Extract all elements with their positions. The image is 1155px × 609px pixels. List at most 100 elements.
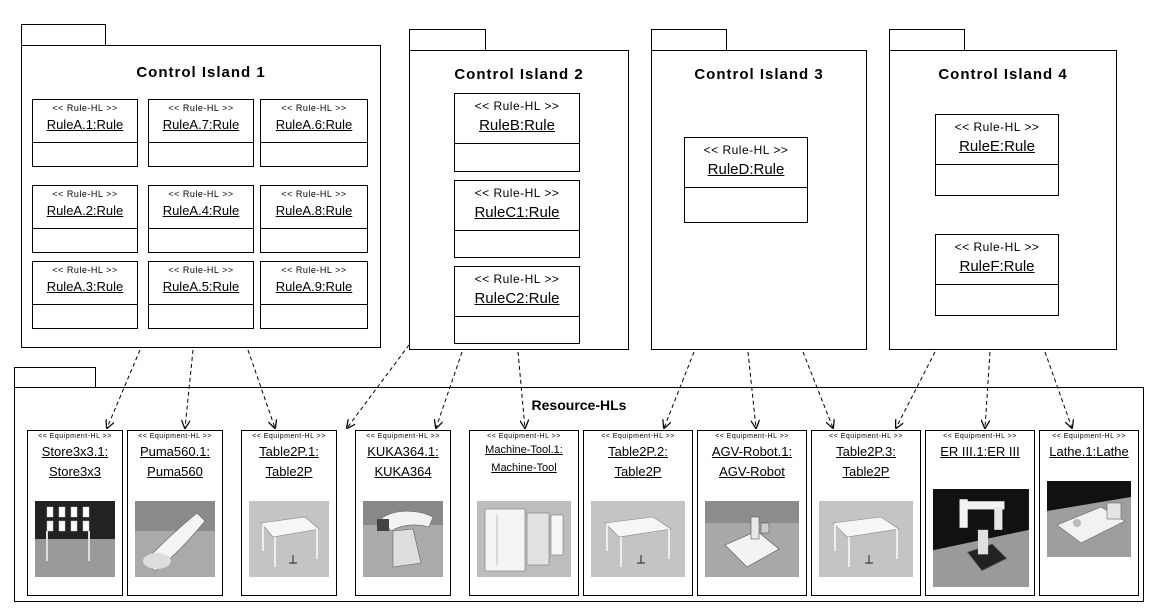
equipment-name-line1: KUKA364.1: (367, 444, 439, 459)
rule-box[interactable]: << Rule-HL >> RuleA.7:Rule (148, 99, 254, 167)
divider (33, 142, 137, 143)
rule-box[interactable]: << Rule-HL >> RuleD:Rule (684, 137, 808, 223)
divider (149, 142, 253, 143)
dependency-arrow (985, 351, 991, 428)
divider (33, 228, 137, 229)
rule-box[interactable]: << Rule-HL >> RuleB:Rule (454, 93, 580, 172)
rule-box[interactable]: << Rule-HL >> RuleA.9:Rule (260, 261, 368, 329)
rule-box[interactable]: << Rule-HL >> RuleA.3:Rule (32, 261, 138, 329)
rule-name: RuleF:Rule (959, 258, 1035, 275)
robot-arm-image (363, 501, 443, 577)
rule-box[interactable]: << Rule-HL >> RuleA.1:Rule (32, 99, 138, 167)
rule-box[interactable]: << Rule-HL >> RuleA.8:Rule (260, 185, 368, 253)
stereotype-label: << Rule-HL >> (703, 143, 789, 157)
divider (455, 143, 579, 144)
rule-box[interactable]: << Rule-HL >> RuleC1:Rule (454, 180, 580, 258)
storage-rack-image (35, 501, 115, 577)
rule-name: RuleD:Rule (707, 161, 785, 178)
package-tab (409, 29, 486, 51)
divider (261, 304, 367, 305)
rule-name: RuleC1:Rule (474, 204, 560, 221)
equipment-name-line2: Machine-Tool (491, 462, 557, 474)
stereotype-label: << Equipment-HL >> (601, 433, 675, 440)
table-image (819, 501, 913, 577)
equipment-name-line2: KUKA364 (374, 464, 432, 479)
package-tab (21, 24, 106, 46)
stereotype-label: << Equipment-HL >> (252, 433, 326, 440)
rule-box[interactable]: << Rule-HL >> RuleA.2:Rule (32, 185, 138, 253)
rule-name: RuleA.8:Rule (275, 203, 353, 218)
stereotype-label: << Equipment-HL >> (829, 433, 903, 440)
divider (33, 304, 137, 305)
package-tab (14, 367, 96, 388)
control-island-2: Control Island 2 << Rule-HL >> RuleB:Rul… (409, 50, 629, 350)
equipment-box[interactable]: << Equipment-HL >> AGV-Robot.1: AGV-Robo… (697, 430, 807, 596)
rule-name: RuleA.9:Rule (275, 279, 353, 294)
equipment-name-line1: Table2P.2: (608, 444, 668, 459)
rule-name: RuleB:Rule (479, 117, 555, 134)
robot-arm-image (135, 501, 215, 577)
equipment-name-line1: AGV-Robot.1: (711, 444, 793, 459)
equipment-box[interactable]: << Equipment-HL >> Machine-Tool.1: Machi… (469, 430, 579, 596)
stereotype-label: << Equipment-HL >> (943, 433, 1017, 440)
rule-name: RuleA.7:Rule (162, 117, 240, 132)
stereotype-label: << Equipment-HL >> (38, 433, 112, 440)
equipment-name-line2: Table2P (265, 464, 313, 479)
stereotype-label: << Rule-HL >> (168, 265, 234, 275)
divider (149, 304, 253, 305)
equipment-name-line2: Table2P (614, 464, 662, 479)
rule-box[interactable]: << Rule-HL >> RuleA.4:Rule (148, 185, 254, 253)
stereotype-label: << Equipment-HL >> (487, 433, 561, 440)
equipment-name-line2: Puma560 (147, 464, 203, 479)
stereotype-label: << Rule-HL >> (281, 189, 347, 199)
divider (261, 142, 367, 143)
equipment-box[interactable]: << Equipment-HL >> Table2P.3: Table2P (811, 430, 921, 596)
equipment-name-line1: Lathe.1:Lathe (1049, 444, 1129, 459)
rule-box[interactable]: << Rule-HL >> RuleF:Rule (935, 234, 1059, 316)
divider (685, 187, 807, 188)
package-title: Control Island 3 (694, 66, 824, 83)
dependency-arrow (185, 349, 194, 428)
equipment-box[interactable]: << Equipment-HL >> KUKA364.1: KUKA364 (355, 430, 451, 596)
equipment-box[interactable]: << Equipment-HL >> Table2P.1: Table2P (241, 430, 337, 596)
divider (455, 230, 579, 231)
stereotype-label: << Rule-HL >> (281, 265, 347, 275)
equipment-name-line1: ER III.1:ER III (940, 444, 1020, 459)
equipment-box[interactable]: << Equipment-HL >> Store3x3.1: Store3x3 (27, 430, 123, 596)
agv-robot-image (705, 501, 799, 577)
divider (455, 316, 579, 317)
equipment-name-line2: Store3x3 (48, 464, 102, 479)
stereotype-label: << Equipment-HL >> (1052, 433, 1126, 440)
rule-box[interactable]: << Rule-HL >> RuleA.5:Rule (148, 261, 254, 329)
stereotype-label: << Rule-HL >> (168, 189, 234, 199)
dependency-arrow (664, 351, 695, 428)
stereotype-label: << Rule-HL >> (281, 103, 347, 113)
divider (261, 228, 367, 229)
divider (149, 228, 253, 229)
dependency-arrow (107, 349, 141, 428)
divider (936, 284, 1058, 285)
equipment-box[interactable]: << Equipment-HL >> Table2P.2: Table2P (583, 430, 693, 596)
robot-arm-image (933, 489, 1029, 587)
equipment-box[interactable]: << Equipment-HL >> Puma560.1: Puma560 (127, 430, 223, 596)
rule-name: RuleC2:Rule (474, 290, 560, 307)
stereotype-label: << Rule-HL >> (52, 189, 118, 199)
stereotype-label: << Equipment-HL >> (366, 433, 440, 440)
dependency-arrow (347, 344, 410, 428)
rule-name: RuleA.3:Rule (46, 279, 124, 294)
rule-name: RuleA.2:Rule (46, 203, 124, 218)
dependency-arrow (1044, 351, 1072, 428)
stereotype-label: << Rule-HL >> (474, 99, 560, 113)
rule-name: RuleA.4:Rule (162, 203, 240, 218)
equipment-box[interactable]: << Equipment-HL >> Lathe.1:Lathe (1039, 430, 1139, 596)
equipment-name-line2: AGV-Robot (719, 464, 785, 479)
rule-box[interactable]: << Rule-HL >> RuleE:Rule (935, 114, 1059, 196)
lathe-image (1047, 481, 1131, 557)
equipment-box[interactable]: << Equipment-HL >> ER III.1:ER III (925, 430, 1035, 596)
table-image (249, 501, 329, 577)
rule-box[interactable]: << Rule-HL >> RuleC2:Rule (454, 266, 580, 344)
dependency-arrow (517, 351, 525, 428)
rule-box[interactable]: << Rule-HL >> RuleA.6:Rule (260, 99, 368, 167)
equipment-name-line1: Store3x3.1: (41, 444, 109, 459)
